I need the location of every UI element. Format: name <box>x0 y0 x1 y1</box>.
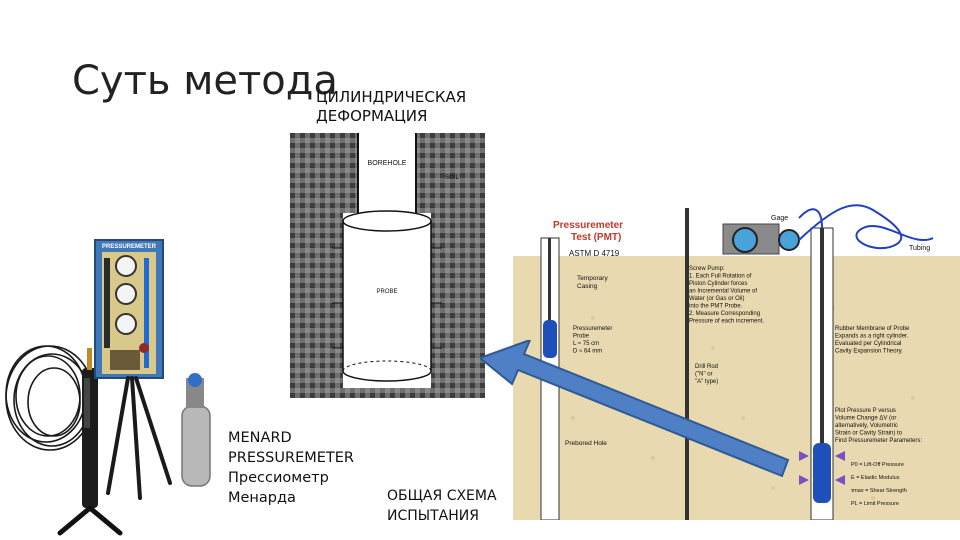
menard-caption: MENARD PRESSUREMETER Прессиометр Менарда <box>228 428 354 508</box>
deformation-label: ЦИЛИНДРИЧЕСКАЯ ДЕФОРМАЦИЯ <box>316 88 466 126</box>
menard-device-photo: PRESSUREMETER <box>0 228 225 540</box>
big-blue-arrow <box>480 340 800 480</box>
device-brand-label: PRESSUREMETER <box>102 244 157 250</box>
gas-bottle <box>182 406 210 486</box>
gage-icon <box>733 228 757 252</box>
right-probe <box>813 443 831 503</box>
param-item: P0 = Lift-Off Pressure <box>851 462 904 468</box>
gage-label: Gage <box>771 215 788 222</box>
param-item: E = Elastic Modulus <box>851 475 900 481</box>
tubing-label: Tubing <box>909 245 930 252</box>
borehole-figure: BOREHOLE SOIL PROBE <box>290 133 485 398</box>
probe-label: PROBE <box>376 289 397 295</box>
borehole-label: BOREHOLE <box>368 160 407 167</box>
param-item: τmax = Shear Strength <box>851 488 907 494</box>
param-item: PL = Limit Pressure <box>851 501 899 507</box>
diagram-standard: ASTM D 4719 <box>569 249 620 258</box>
soil-label: SOIL <box>445 175 459 181</box>
slide-title: Суть метода <box>72 58 338 104</box>
test-scheme-caption: ОБЩАЯ СХЕМА ИСПЫТАНИЯ <box>387 486 497 526</box>
